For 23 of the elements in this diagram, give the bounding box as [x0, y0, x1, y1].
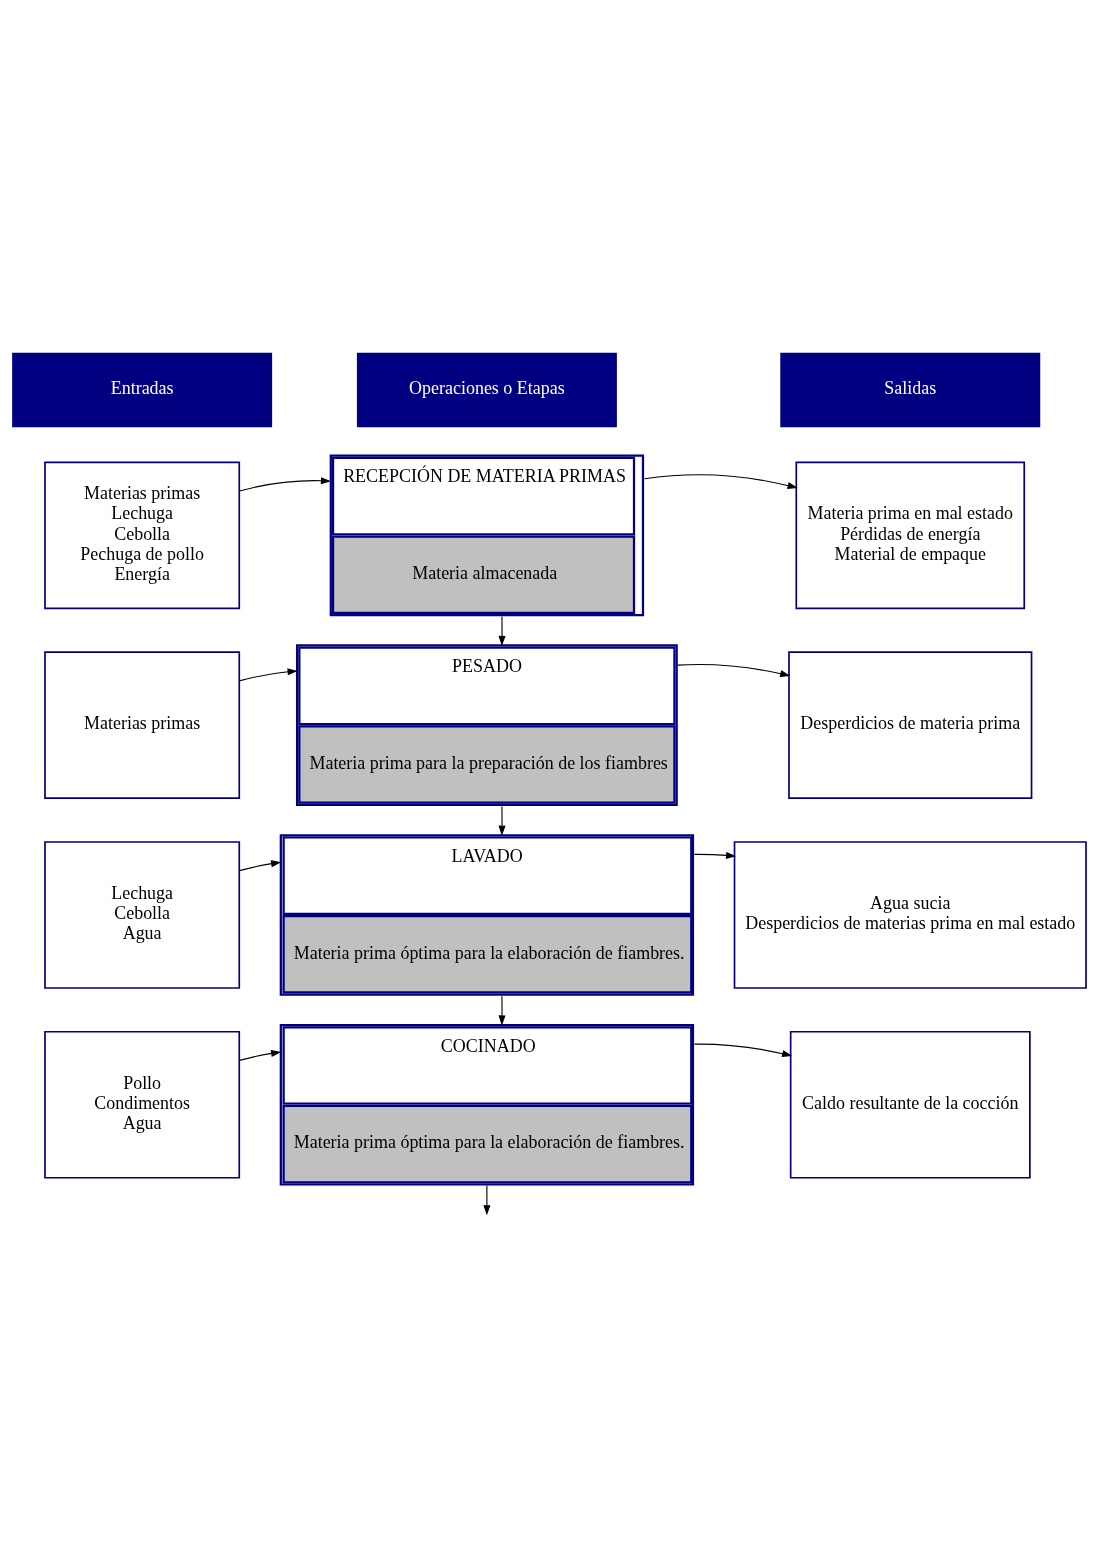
- node-box: Agua sucia Desperdicios de materias prima en mal estado: [733, 840, 1087, 989]
- arrow: [483, 1184, 491, 1215]
- arrow: [498, 615, 506, 646]
- arrow: [693, 851, 737, 859]
- node-box: Pollo Condimentos Agua: [44, 1030, 241, 1179]
- node-box: Entradas: [12, 352, 273, 427]
- node-box: Caldo resultante de la cocción: [789, 1030, 1031, 1179]
- arrow: [238, 667, 298, 681]
- node-box: Materias primas: [44, 650, 241, 799]
- arrow: [677, 663, 791, 677]
- arrow: [238, 1049, 282, 1061]
- arrow: [693, 1043, 793, 1057]
- node-box: Materia prima en mal estado Pérdidas de energía Material de empaque: [795, 461, 1026, 609]
- node-box: Lechuga Cebolla Agua: [44, 840, 241, 989]
- node-box: Desperdicios de materia prima: [788, 650, 1033, 799]
- arrow: [498, 995, 506, 1026]
- arrow: [238, 859, 282, 871]
- node-box: Salidas: [780, 352, 1041, 427]
- arrow: [643, 473, 798, 489]
- arrow: [498, 805, 506, 836]
- arrow: [238, 476, 332, 492]
- node-box: Operaciones o Etapas: [356, 352, 617, 427]
- node-box: Materias primas Lechuga Cebolla Pechuga de pollo Energía: [44, 461, 241, 609]
